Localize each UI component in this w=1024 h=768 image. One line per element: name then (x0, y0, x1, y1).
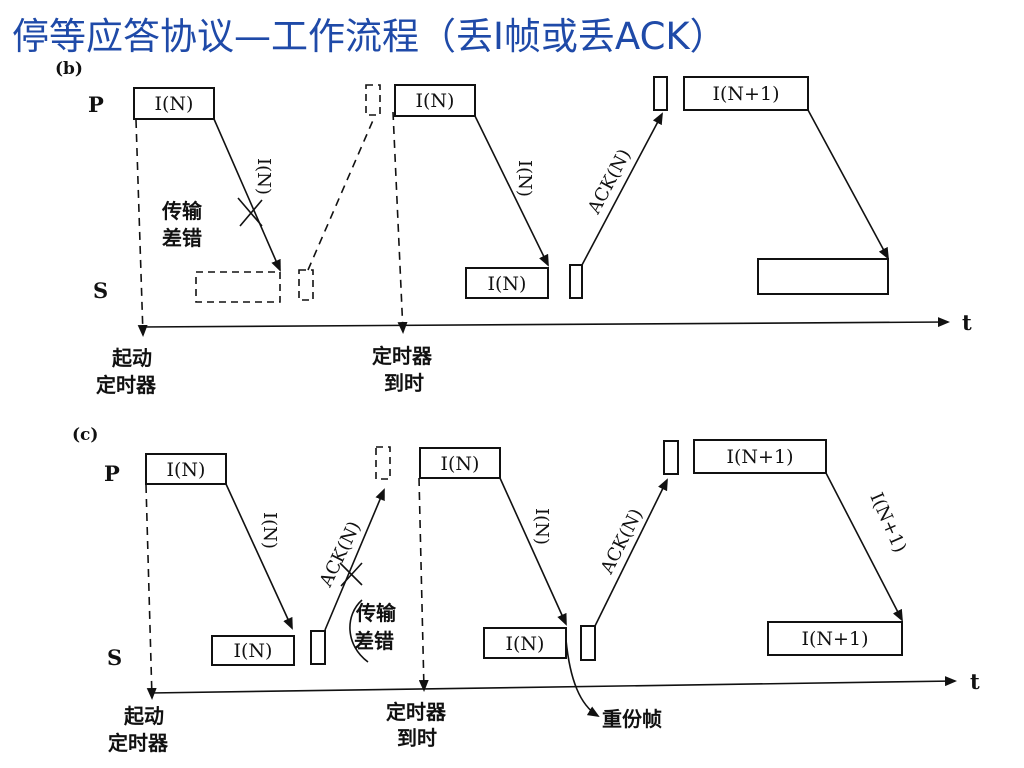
panel-b-ack-send-s (569, 264, 583, 299)
panel-b-lost-ack-path (307, 117, 375, 271)
panel-c-resend-frame-text: I(N) (441, 453, 480, 475)
panel-c-send-frame-1 (145, 453, 227, 485)
panel-c-ack-arrow-lost (324, 488, 385, 631)
panel-b-timer-end-line (392, 111, 408, 334)
panel-b-start-timer-2: 定时器 (96, 373, 157, 397)
panel-c-resend-frame (419, 447, 501, 479)
panel-b-timer-start-line (135, 119, 148, 337)
panel-c-recv-frame-dup-text: I(N) (506, 633, 545, 655)
panel-b-time-axis (139, 317, 950, 328)
panel-c-arrow-3 (825, 472, 903, 622)
panel-c-error-cross-b (340, 562, 363, 587)
panel-b-recv-frame-text: I(N) (488, 273, 527, 295)
panel-c-ack-send-s-2 (580, 625, 596, 661)
panel-b-resend-frame (394, 84, 476, 117)
panel-c-arrow-1 (225, 483, 293, 630)
panel-b-recv-next-frame (757, 258, 889, 295)
panel-b-error-cross-a (237, 197, 263, 227)
panel-b-lost-frame-s (195, 271, 281, 303)
panel-c-recv-frame-1-text: I(N) (234, 640, 273, 662)
panel-b-timeout-1: 定时器 (372, 344, 433, 368)
panel-b-timeout-2: 到时 (384, 371, 424, 395)
panel-c-ack-recv-p (663, 440, 679, 475)
panel-c-time-axis-label: t (970, 669, 980, 694)
panel-c-timer-start-line (145, 484, 157, 700)
slide-title: 停等应答协议—工作流程（丢I帧或丢ACK） (12, 15, 727, 58)
panel-c-duplicate-note: 重份帧 (602, 707, 662, 731)
panel-c-ack-arrow-label: ACK(N) (596, 505, 647, 578)
panel-b-error-cross-b (239, 199, 263, 227)
panel-c-lost-ack-p (375, 446, 391, 480)
panel-c-recv-frame-next-text: I(N+1) (802, 628, 869, 650)
panel-b-arrow-3 (807, 109, 889, 260)
panel-b-ack-arrow-label: ACK(N) (583, 146, 635, 219)
panel-c-start-timer-1: 起动 (123, 704, 164, 728)
panel-c-time-axis (149, 676, 957, 694)
panel-b-label: (b) (55, 59, 83, 79)
panel-b-resend-frame-text: I(N) (416, 90, 455, 112)
panel-b-row-p-label: P (88, 92, 104, 117)
panel-b-error-note-1: 传输 (161, 199, 203, 223)
panel-c-arrow-2-label: I(N) (531, 508, 552, 545)
panel-b-next-frame (683, 76, 809, 111)
panel-b-arrow-1 (213, 118, 281, 272)
panel-c-send-frame-1-text: I(N) (167, 459, 206, 481)
panel-b-ack-recv-p (653, 76, 668, 111)
panel-b-arrow-2-label: I(N) (514, 160, 535, 197)
panel-c-recv-frame-next (767, 621, 903, 656)
panel-c-start-timer-2: 定时器 (108, 731, 169, 755)
panel-b-start-timer-1: 起动 (111, 346, 152, 370)
panel-c-arrow-2 (499, 477, 567, 626)
panel-c-recv-frame-dup (483, 627, 567, 659)
panel-b-row-s-label: S (93, 278, 108, 303)
panel-c-recv-frame-1 (211, 635, 295, 666)
panel-b-lost-ack-s (298, 269, 314, 301)
panel-c-timer-end-line (418, 477, 429, 692)
panel-b-ack-arrow (581, 112, 663, 266)
panel-b: (b) P S t I(N) I(N) 传输 差错 (55, 59, 972, 397)
panel-c-label: (c) (72, 425, 98, 445)
panel-b-error-note-2: 差错 (162, 226, 202, 250)
panel-c-ack-send-s-1 (310, 630, 326, 665)
panel-c-error-note-2: 差错 (354, 629, 394, 653)
panel-c-duplicate-pointer (565, 639, 600, 718)
panel-c-ack-arrow (594, 478, 668, 627)
panel-c-next-frame-text: I(N+1) (727, 446, 794, 468)
panel-c-arrow-3-label: I(N+1) (865, 489, 910, 556)
panel-b-arrow-1-label: I(N) (253, 158, 274, 195)
panel-b-next-frame-text: I(N+1) (713, 83, 780, 105)
panel-c-row-p-label: P (104, 461, 120, 486)
panel-c-next-frame (693, 439, 827, 474)
panel-b-lost-ack-p (365, 84, 381, 116)
panel-c-error-bracket (349, 599, 369, 663)
panel-b-send-frame-1 (133, 87, 215, 120)
panel-c-error-note-1: 传输 (355, 601, 397, 625)
panel-b-time-axis-label: t (962, 310, 972, 335)
panel-b-arrow-2 (474, 115, 549, 267)
panel-c-arrow-1-label: I(N) (259, 512, 280, 549)
panel-c-row-s-label: S (107, 645, 122, 670)
panel-c-timeout-1: 定时器 (386, 700, 447, 724)
panel-b-send-frame-1-text: I(N) (155, 93, 194, 115)
panel-c: (c) P S t I(N) I(N) I(N) ACK(N) 传输 (72, 425, 980, 755)
panel-b-recv-frame (465, 267, 549, 299)
panel-c-timeout-2: 到时 (397, 726, 437, 750)
